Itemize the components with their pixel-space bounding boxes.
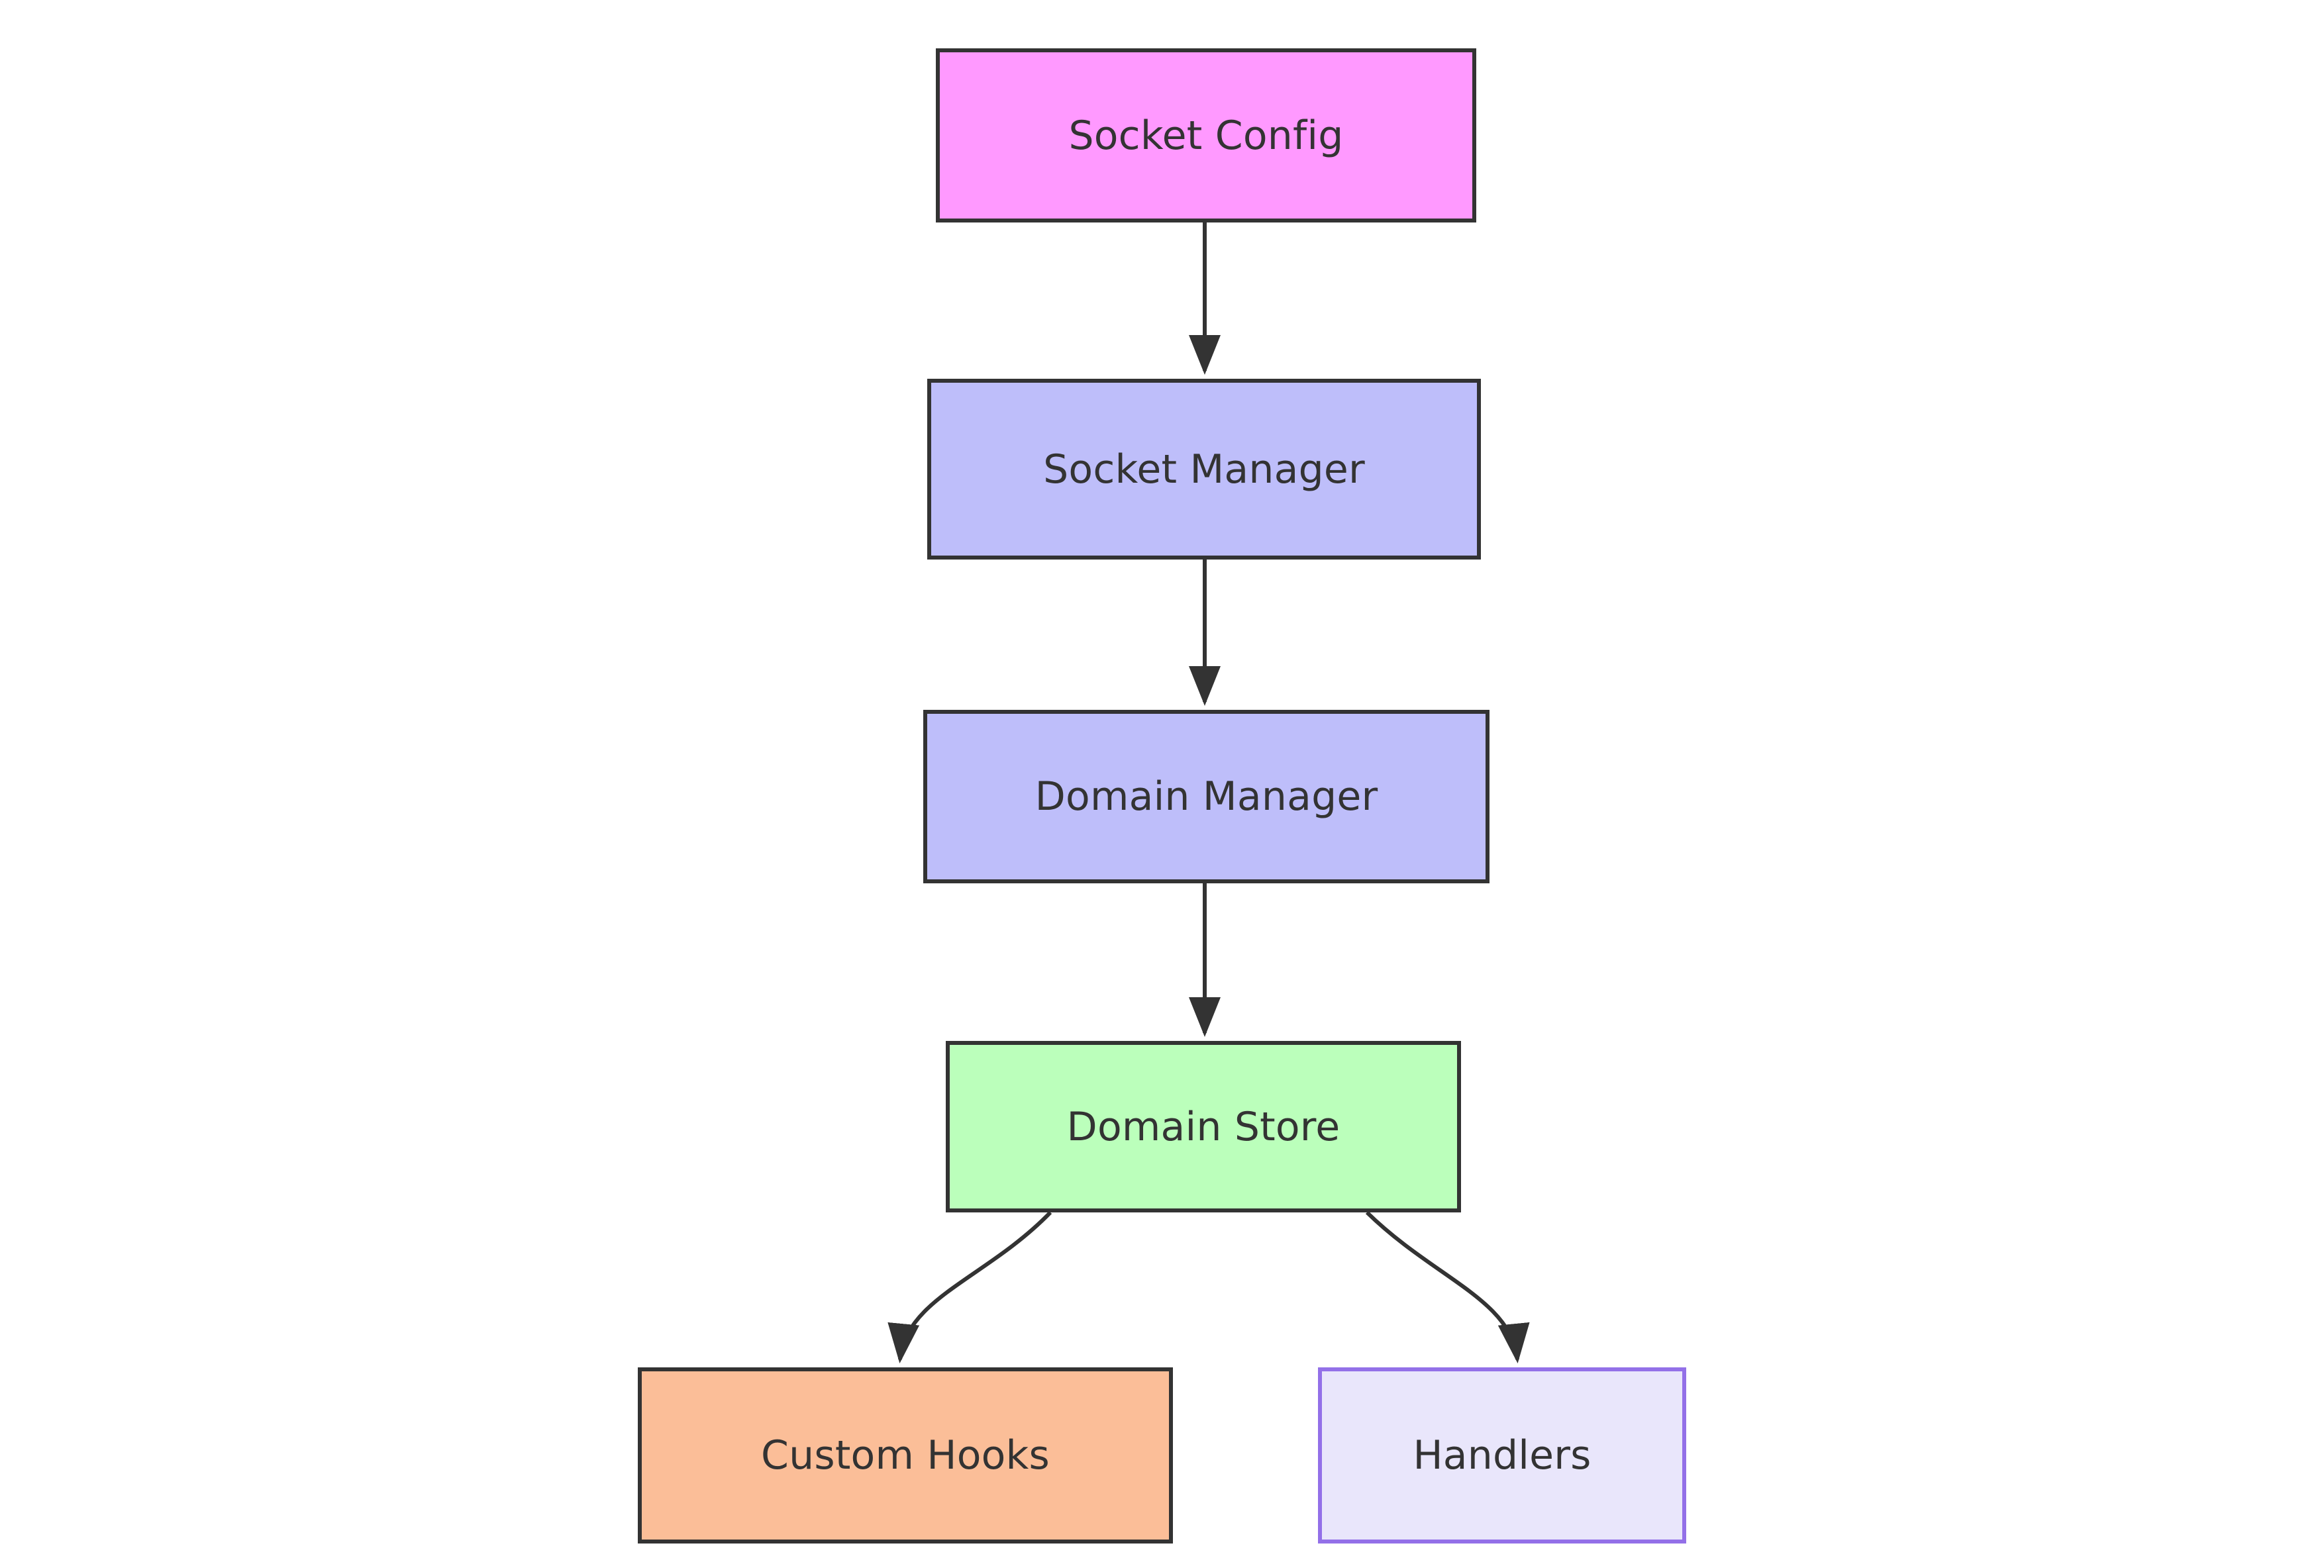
node-label-domain-store: Domain Store bbox=[1066, 1103, 1340, 1150]
node-domain-store[interactable]: Domain Store bbox=[946, 1041, 1461, 1212]
node-label-domain-manager: Domain Manager bbox=[1035, 773, 1378, 820]
node-custom-hooks[interactable]: Custom Hooks bbox=[638, 1367, 1173, 1544]
edge-domain-store-custom-hooks bbox=[887, 1210, 1052, 1363]
edge-domain-store-handlers bbox=[1365, 1210, 1530, 1363]
node-socket-manager[interactable]: Socket Manager bbox=[927, 379, 1481, 560]
node-handlers[interactable]: Handlers bbox=[1318, 1367, 1686, 1544]
node-label-socket-manager: Socket Manager bbox=[1043, 446, 1365, 493]
node-socket-config[interactable]: Socket Config bbox=[936, 48, 1476, 222]
node-domain-manager[interactable]: Domain Manager bbox=[923, 710, 1490, 883]
node-label-socket-config: Socket Config bbox=[1068, 112, 1344, 159]
node-label-custom-hooks: Custom Hooks bbox=[761, 1432, 1050, 1479]
node-label-handlers: Handlers bbox=[1413, 1432, 1591, 1479]
